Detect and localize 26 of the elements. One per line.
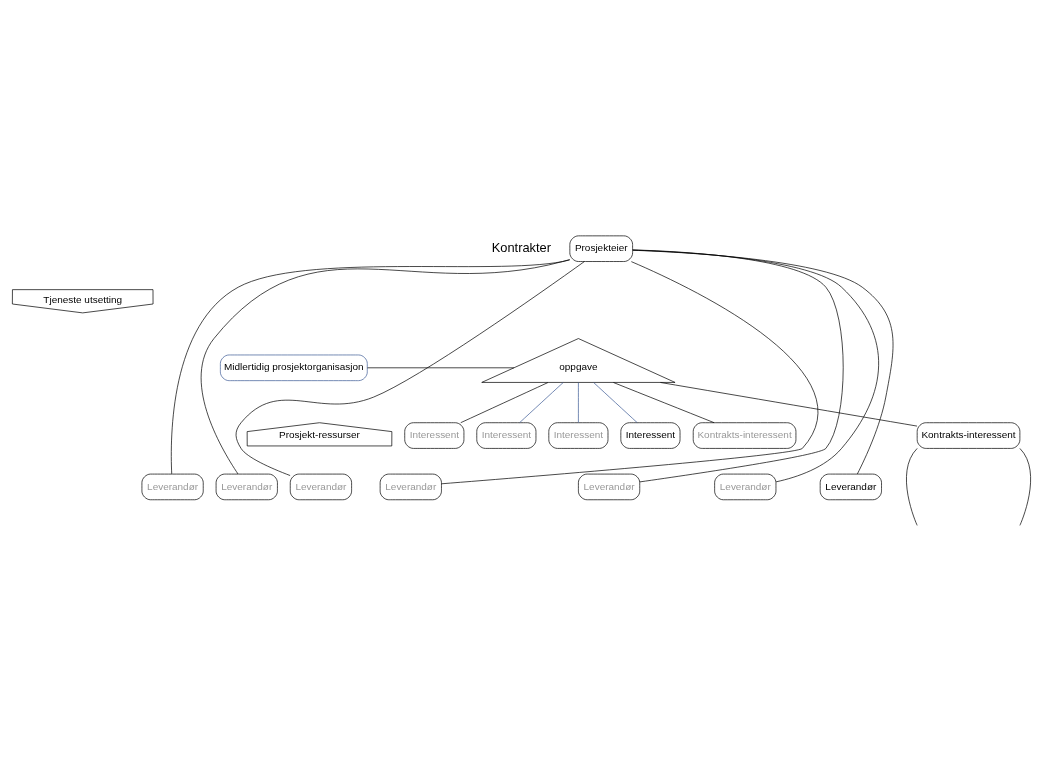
node-box: Leverandør bbox=[578, 473, 641, 501]
node-box: Midlertidig prosjektorganisasjon bbox=[220, 354, 368, 381]
node-box: Leverandør bbox=[289, 473, 352, 501]
node-box: Kontrakts-interessent bbox=[692, 422, 797, 449]
node-box: Interessent bbox=[476, 422, 537, 449]
node-box: Interessent bbox=[404, 422, 465, 449]
node-box: Leverandør bbox=[141, 473, 204, 501]
connector bbox=[578, 382, 579, 423]
label: Kontrakter bbox=[491, 239, 551, 255]
node-box: Leverandør bbox=[819, 473, 882, 501]
node-box: Interessent bbox=[620, 422, 681, 449]
connector bbox=[613, 382, 715, 424]
connector bbox=[460, 382, 549, 424]
node-box: Kontrakts-interessent bbox=[916, 422, 1021, 449]
node-box: Prosjekteier bbox=[569, 235, 633, 262]
connector bbox=[906, 448, 918, 526]
connector bbox=[1019, 448, 1031, 526]
node-box: Leverandør bbox=[379, 473, 442, 501]
connector bbox=[593, 382, 638, 423]
connector bbox=[660, 382, 918, 427]
node-box: Interessent bbox=[548, 422, 609, 449]
connector bbox=[441, 261, 819, 485]
connector bbox=[519, 382, 564, 423]
node-box: Leverandør bbox=[215, 473, 278, 501]
node-box: Leverandør bbox=[714, 473, 777, 501]
connector bbox=[367, 367, 515, 369]
